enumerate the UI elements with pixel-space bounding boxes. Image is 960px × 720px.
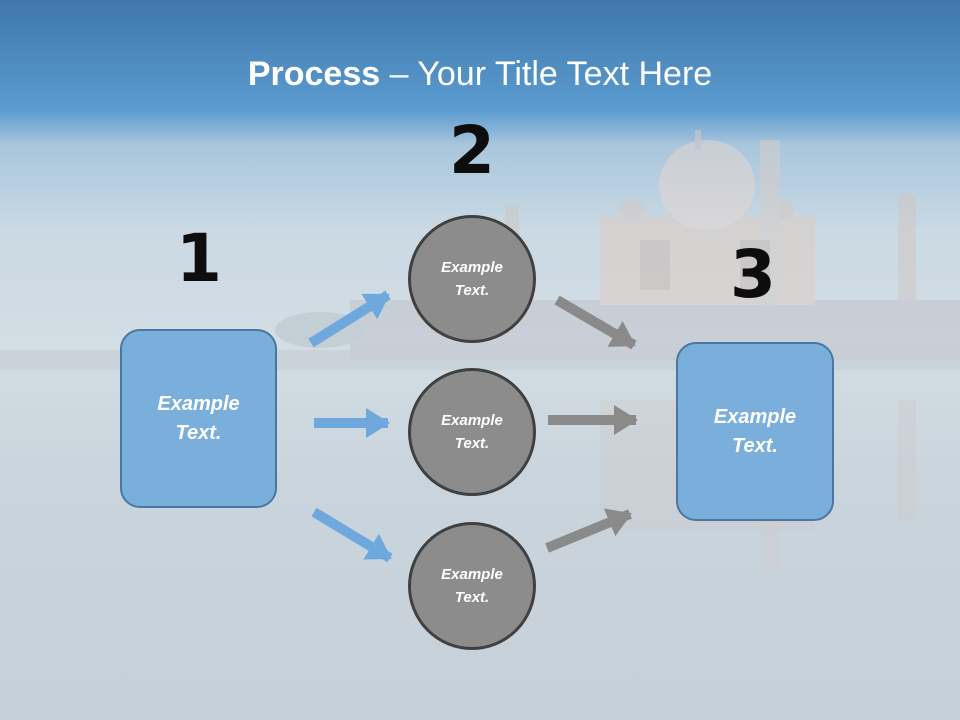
circle-bottom-line-1: Example [441,566,503,583]
step-number-2: 2 [449,112,495,189]
title-bold: Process [247,55,381,93]
arrow-right-icon [554,295,637,350]
circle-top-line-2: Text. [454,282,490,299]
arrow-right-icon [311,507,393,563]
circle-top-line-1: Example [441,259,503,276]
end-box-line-2: Text. [732,434,778,457]
end-box-line-1: Example [713,405,797,428]
circle-bottom-line-2: Text. [454,589,490,606]
arrow-right-icon [308,290,391,348]
start-box-line-2: Text. [175,421,222,444]
step-number-1: 1 [176,220,222,297]
circle-middle-line-1: Example [441,412,503,429]
title-rest: – Your Title Text Here [380,55,713,93]
slide-title: Process – Your Title Text Here [0,52,960,96]
step-number-3: 3 [730,236,776,313]
circle-middle-line-2: Text. [454,435,490,452]
arrow-right-icon [545,508,632,553]
start-box-line-1: Example [157,392,240,415]
